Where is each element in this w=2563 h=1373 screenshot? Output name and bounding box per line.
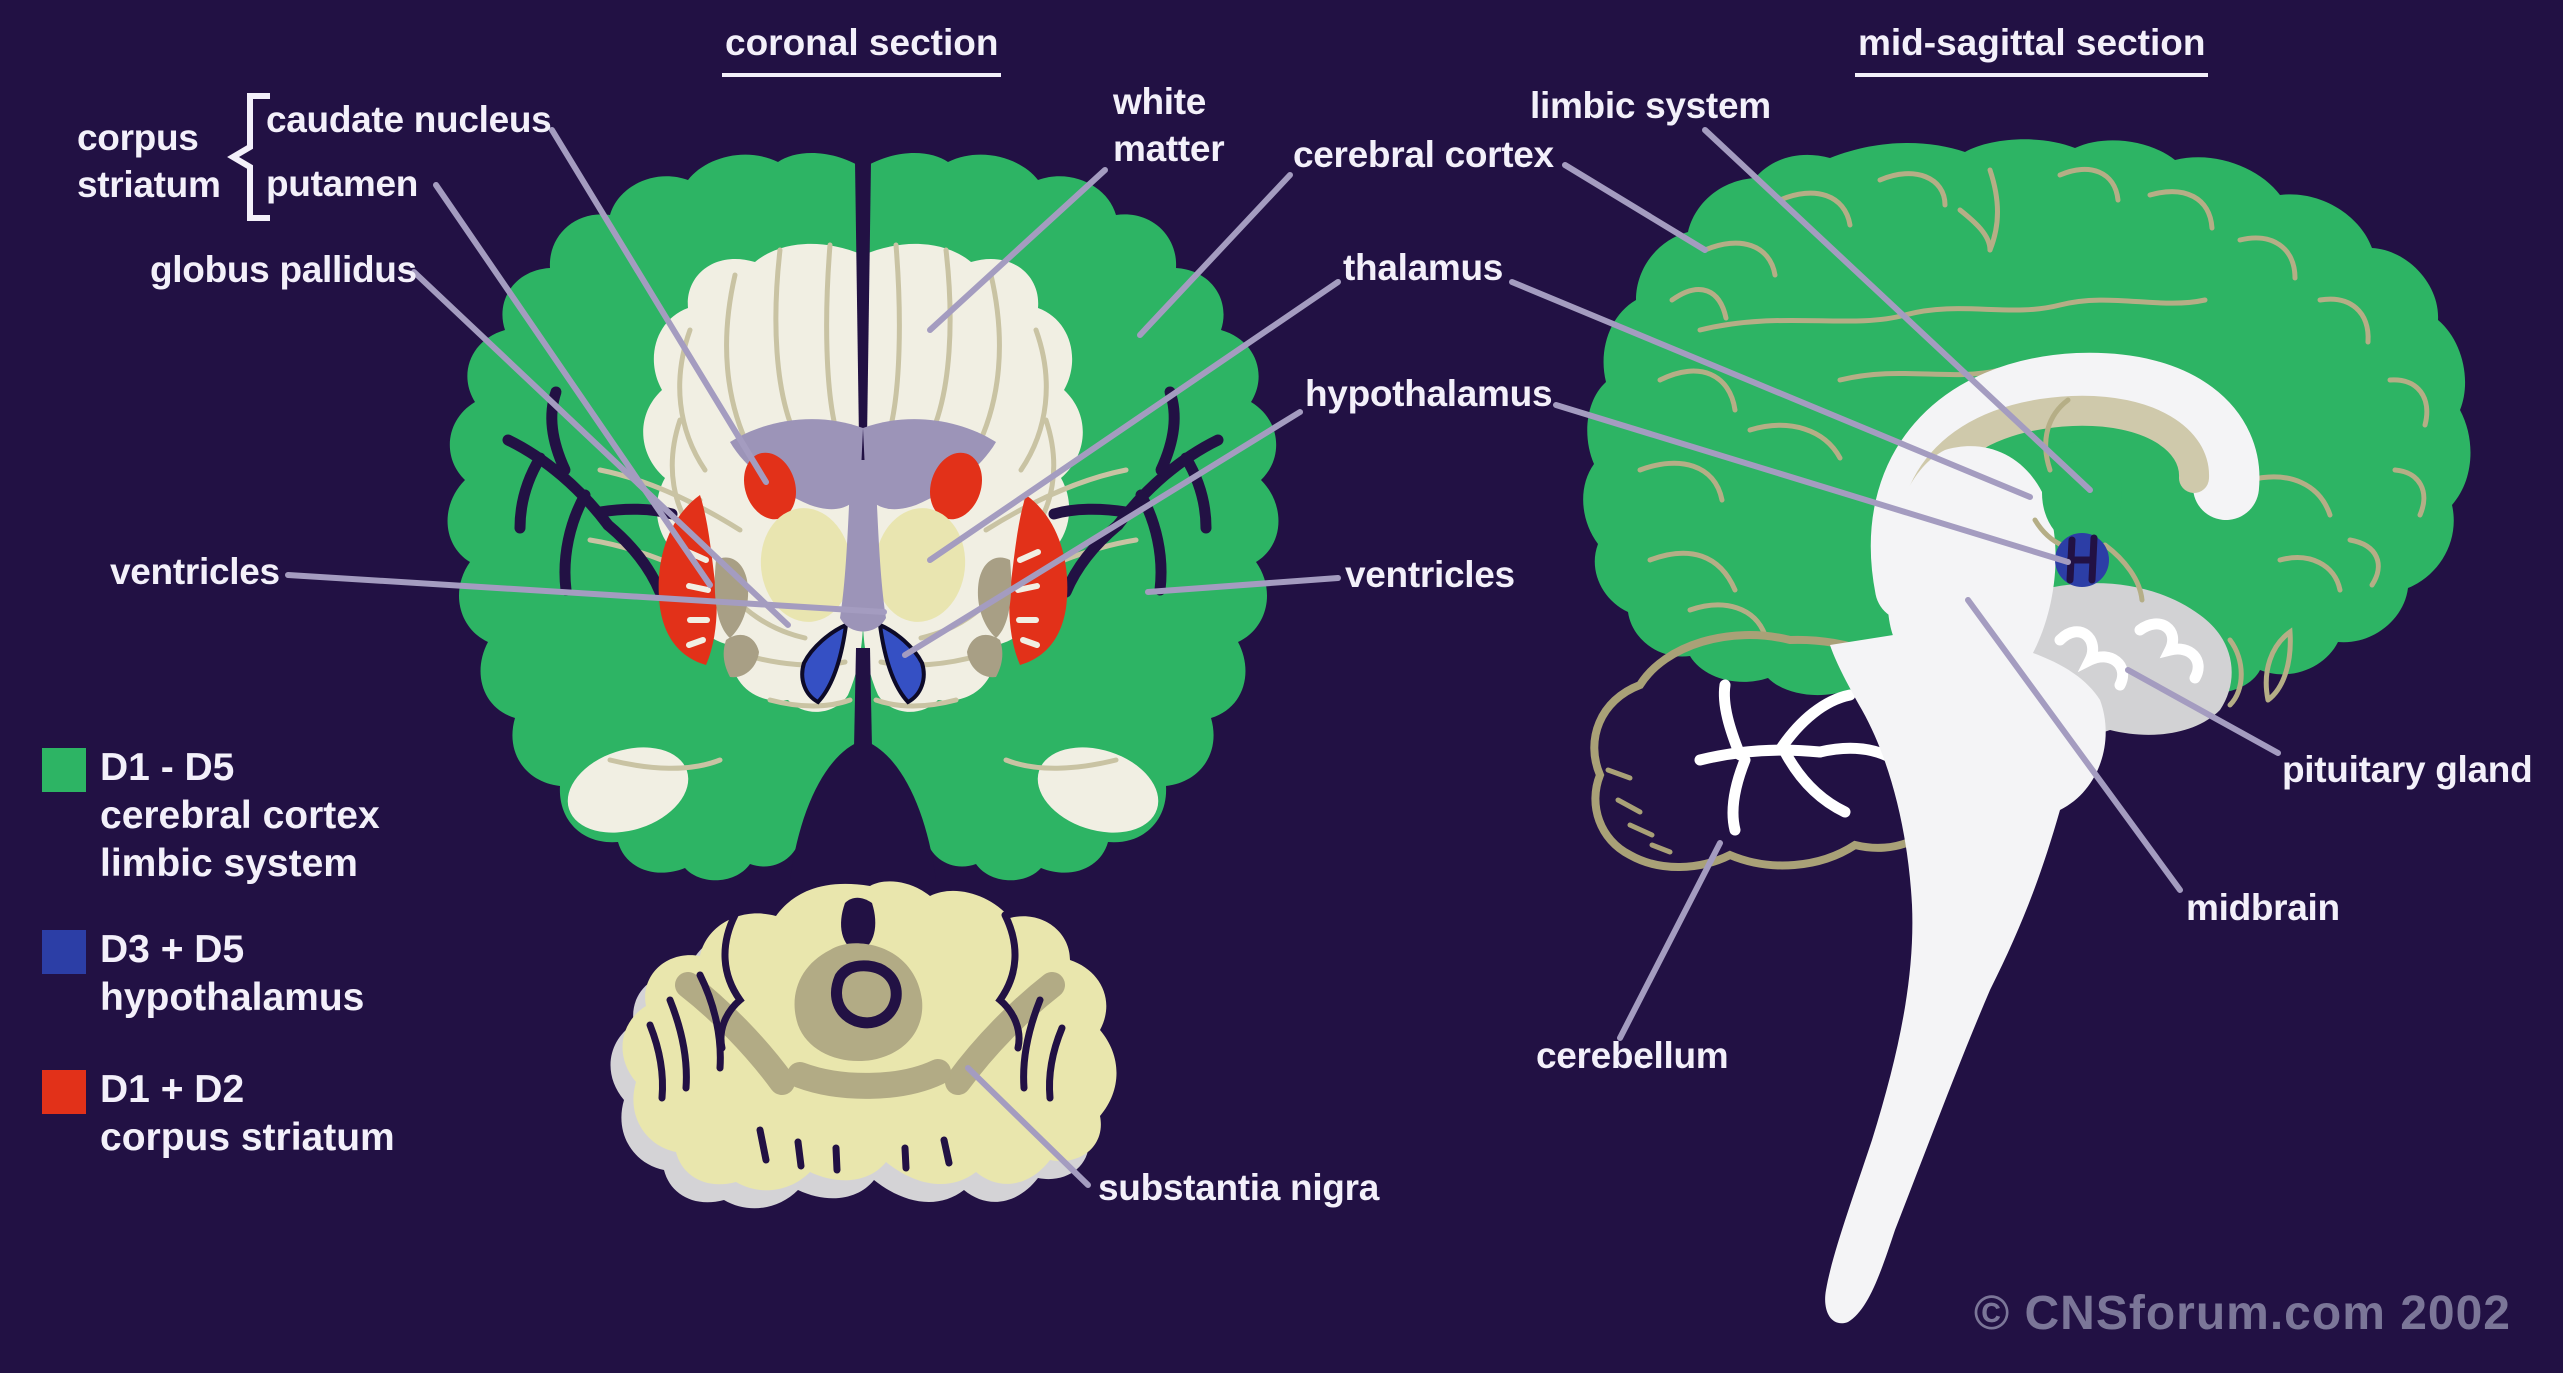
bottom-arch xyxy=(790,740,936,880)
leader-line-putamen xyxy=(433,182,713,588)
limbic-system-label: limbic system xyxy=(1530,85,1771,126)
putamen-label: putamen xyxy=(266,163,419,204)
leader-line-globus-pallidus xyxy=(411,269,791,628)
legend-region: limbic system xyxy=(100,842,358,885)
ventricles-left-label: ventricles xyxy=(110,551,280,592)
leader-line-caudate-nucleus xyxy=(549,127,769,485)
corpus-striatum-bracket xyxy=(227,93,270,221)
ventricles-right-label: ventricles xyxy=(1345,554,1515,595)
thalamus-shape xyxy=(760,508,852,622)
leader-line-pituitary-gland xyxy=(2125,667,2281,756)
copyright-text: © CNSforum.com 2002 xyxy=(1973,1287,2511,1340)
leader-line-hypothalamus-sagittal xyxy=(1553,402,2071,565)
third-ventricle-shape xyxy=(840,460,886,632)
leader-lines xyxy=(285,127,2281,1188)
leader-line-ventricles-right xyxy=(1145,575,1341,595)
longitudinal-fissure xyxy=(855,162,871,440)
leader-line-cerebral-cortex-sagittal xyxy=(1562,162,1708,253)
cerebellum-label: cerebellum xyxy=(1536,1035,1729,1076)
legend-receptors: D1 + D2 xyxy=(100,1068,245,1111)
leader-line-hypothalamus-coronal xyxy=(902,409,1303,658)
white-matter-label: white matter xyxy=(1113,81,1225,169)
corpus-striatum-label: corpus striatum xyxy=(77,117,221,205)
legend-swatch-blue xyxy=(42,930,86,974)
leader-line-midbrain xyxy=(1965,597,2183,893)
midbrain-slice-illustration xyxy=(610,881,1117,1209)
pituitary-gland-label: pituitary gland xyxy=(2282,749,2533,790)
cerebral-cortex-label: cerebral cortex xyxy=(1293,134,1554,175)
coronal-section-illustration xyxy=(447,153,1279,880)
leader-line-cerebellum xyxy=(1617,840,1723,1041)
leader-line-limbic-system xyxy=(1702,127,2093,493)
leader-line-ventricles-left xyxy=(285,572,887,615)
leader-line-substantia-nigra xyxy=(965,1065,1091,1188)
globus-pallidus-label: globus pallidus xyxy=(150,249,417,290)
leader-line-white-matter xyxy=(927,167,1108,333)
substantia-nigra-label: substantia nigra xyxy=(1098,1167,1379,1208)
brainstem-shape xyxy=(1825,630,2106,1324)
midbrain-label: midbrain xyxy=(2186,887,2340,928)
lateral-ventricle-shape xyxy=(730,419,863,510)
cortex-sulci-lines xyxy=(1637,166,2430,653)
legend-region: cerebral cortex xyxy=(100,794,380,837)
caudate-nucleus-label: caudate nucleus xyxy=(266,99,552,140)
leader-line-thalamus-sagittal xyxy=(1509,279,2033,500)
coronal-section-title: coronal section xyxy=(722,22,1002,77)
legend-swatch-red xyxy=(42,1070,86,1114)
hypothalamus-label: hypothalamus xyxy=(1305,373,1553,414)
legend-receptors: D1 - D5 xyxy=(100,746,235,789)
sagittal-section-illustration xyxy=(1583,139,2471,1324)
legend-region: corpus striatum xyxy=(100,1116,395,1159)
legend-swatch-green xyxy=(42,748,86,792)
leader-line-thalamus-coronal xyxy=(927,279,1341,563)
leader-line-cerebral-cortex-coronal xyxy=(1137,172,1293,338)
mid-sagittal-section-title: mid-sagittal section xyxy=(1855,22,2209,77)
thalamus-label: thalamus xyxy=(1343,247,1504,288)
hypothalamus-shape xyxy=(800,621,849,705)
legend-receptors: D3 + D5 xyxy=(100,928,245,971)
legend-region: hypothalamus xyxy=(100,976,365,1019)
